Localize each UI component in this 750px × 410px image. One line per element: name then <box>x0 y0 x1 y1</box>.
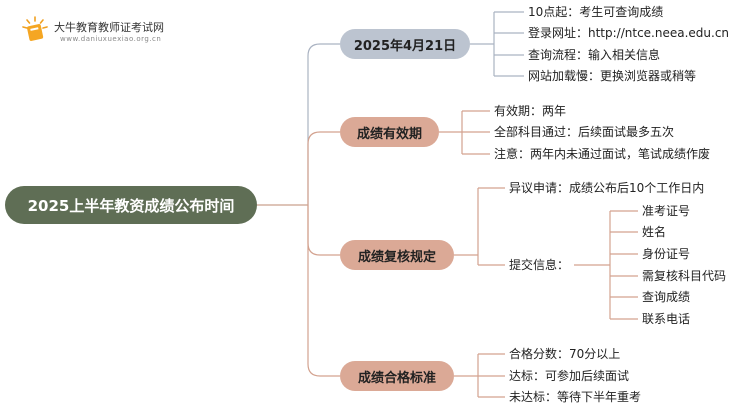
sub-leaf-phone: 联系电话 <box>642 312 691 326</box>
brand-url: www.daniuxuexiao.org.cn <box>60 35 162 43</box>
sub-leaf-subject-code: 需复核科目代码 <box>642 269 727 283</box>
branch-pass-standard: 成绩合格标准 <box>340 361 454 391</box>
leaf-submit-info: 提交信息： <box>509 258 570 272</box>
leaf-slow-site: 网站加载慢：更换浏览器或稍等 <box>528 69 697 83</box>
leaf-objection: 异议申请：成绩公布后10个工作日内 <box>509 181 705 195</box>
leaf-pass-score: 合格分数：70分以上 <box>509 347 621 361</box>
sub-leaf-ticket-number: 准考证号 <box>642 204 691 218</box>
leaf-all-passed: 全部科目通过：后续面试最多五次 <box>494 125 675 139</box>
book-logo-icon <box>22 16 48 41</box>
leaf-not-qualified: 未达标：等待下半年重考 <box>509 390 642 404</box>
leaf-query-time: 10点起：考生可查询成绩 <box>528 5 664 19</box>
leaf-query-process: 查询流程：输入相关信息 <box>528 48 661 62</box>
leaf-login-url: 登录网址：http://ntce.neea.edu.cn <box>528 26 730 40</box>
root-node: 2025上半年教资成绩公布时间 <box>5 186 257 224</box>
branch-review: 成绩复核规定 <box>340 240 454 270</box>
brand-name: 大牛教育教师证考试网 <box>54 21 164 34</box>
sub-leaf-id-number: 身份证号 <box>642 247 691 261</box>
leaf-note: 注意：两年内未通过面试，笔试成绩作废 <box>494 147 711 161</box>
leaf-validity-period: 有效期：两年 <box>494 104 567 118</box>
branch-validity: 成绩有效期 <box>340 117 439 147</box>
branch-date: 2025年4月21日 <box>340 29 470 59</box>
sub-leaf-query-score: 查询成绩 <box>642 290 691 304</box>
sub-leaf-name: 姓名 <box>642 225 667 239</box>
leaf-qualified: 达标：可参加后续面试 <box>509 369 630 383</box>
